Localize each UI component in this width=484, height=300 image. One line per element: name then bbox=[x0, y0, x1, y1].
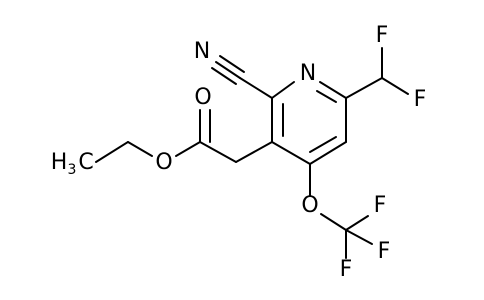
atom-f-cf3-right: F bbox=[378, 239, 391, 264]
bond-ccarbonyl-oester bbox=[175, 141, 201, 157]
atom-f-cf3-top: F bbox=[374, 193, 387, 218]
atom-n-ring: N bbox=[300, 61, 316, 86]
bond-oether-cf3 bbox=[320, 213, 347, 231]
bond-c3-c4 bbox=[271, 141, 311, 165]
methyl-group-label: H 3 C bbox=[51, 150, 94, 178]
atom-o-carbonyl: O bbox=[194, 85, 211, 110]
bond-c2-cn bbox=[239, 77, 273, 99]
bond-c6-n bbox=[319, 81, 347, 99]
bond-nitrile-2 bbox=[219, 55, 245, 73]
bond-nitrile-3 bbox=[211, 67, 237, 85]
bond-c6-chf2 bbox=[345, 77, 383, 99]
atom-o-ester: O bbox=[155, 150, 172, 175]
bond-c3-ch2 bbox=[235, 141, 273, 163]
bond-c4-c5-inner bbox=[309, 136, 337, 153]
bond-ch2-ccarbonyl bbox=[199, 141, 237, 163]
bond-n-c2 bbox=[271, 81, 295, 99]
bonds bbox=[95, 47, 409, 259]
bond-nitrile-1 bbox=[215, 61, 241, 79]
atom-f-cf3-bottom: F bbox=[340, 257, 353, 282]
atom-methyl-h: H bbox=[51, 150, 68, 175]
bond-oester-ch2 bbox=[127, 141, 153, 157]
bond-c4-c5 bbox=[309, 141, 347, 165]
atom-f-chf2-top: F bbox=[376, 23, 389, 48]
atom-methyl-c: C bbox=[78, 150, 93, 175]
atom-o-ether: O bbox=[301, 193, 318, 218]
bond-cf3-ftop bbox=[345, 215, 369, 231]
bond-cf3-fright bbox=[345, 229, 373, 245]
bond-chf2-fright bbox=[381, 77, 409, 95]
atom-n-nitrile: N bbox=[194, 39, 210, 64]
atom-f-chf2-right: F bbox=[414, 87, 427, 112]
bond-c6-n-inner bbox=[316, 90, 337, 103]
atom-labels: N N O O O F F F F F H 3 C bbox=[51, 23, 427, 282]
bond-ch2-ch3 bbox=[95, 141, 129, 163]
atom-methyl-subscript: 3 bbox=[68, 162, 77, 178]
